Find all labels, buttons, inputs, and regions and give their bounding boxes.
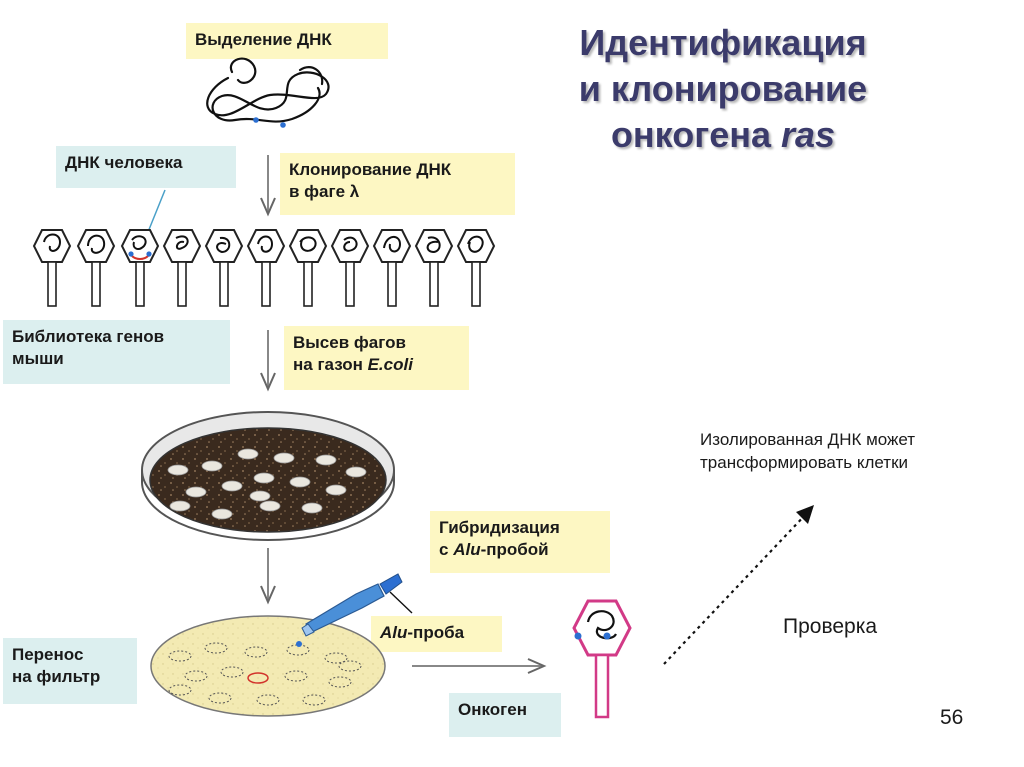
plating-line-2: на газон E.coli [293, 354, 460, 376]
plating-label: Высев фагов на газон E.coli [284, 326, 469, 390]
alu-probe-label: Alu-проба [371, 616, 502, 652]
phage-plaque [325, 484, 347, 496]
title-line-3: онкогена ras [548, 112, 898, 158]
phage-plaque [253, 472, 275, 484]
down-arrow-1 [260, 155, 276, 217]
filter-spot [208, 692, 232, 704]
filter-spot [256, 694, 280, 706]
petri-dish-icon [141, 411, 395, 541]
phage-plaque [169, 500, 191, 512]
isolated-line-2: трансформировать клетки [700, 453, 909, 472]
phage-icon [246, 229, 286, 307]
filter-spot [286, 644, 310, 656]
cloning-label: Клонирование ДНК в фаге λ [280, 153, 515, 215]
probe-suffix: -проба [407, 623, 465, 642]
slide-title: Идентификация и клонирование онкогена ra… [548, 20, 898, 158]
transfer-line-1: Перенос [12, 645, 84, 664]
title-ras-gene: ras [781, 114, 836, 155]
hybrid-suffix: -пробой [480, 540, 549, 559]
phage-plaque [211, 508, 233, 520]
phage-icon [414, 229, 454, 307]
dna-isolation-label: Выделение ДНК [186, 23, 388, 59]
filter-transfer-label: Перенос на фильтр [3, 638, 137, 704]
down-arrow-2 [260, 330, 276, 392]
filter-spot [184, 670, 208, 682]
probe-pipette-icon [296, 573, 403, 647]
phage-plaque [167, 464, 189, 476]
title-line-3-text: онкогена [610, 114, 781, 155]
phage-plaque [315, 454, 337, 466]
check-dotted-arrow [663, 505, 814, 665]
cloning-line-1: Клонирование ДНК [289, 160, 452, 179]
phage-plaque [249, 490, 271, 502]
phage-plaque [301, 502, 323, 514]
hybrid-line-2: с Alu-пробой [439, 539, 601, 561]
phage-plaque [237, 448, 259, 460]
right-arrow [412, 658, 547, 674]
phage-plaque [289, 476, 311, 488]
filter-spot [204, 642, 228, 654]
page-number: 56 [940, 706, 964, 729]
hybrid-prefix: с [439, 540, 454, 559]
phage-icon [288, 229, 328, 307]
filter-spot [168, 684, 192, 696]
phage-plaque [273, 452, 295, 464]
library-line-1: Библиотека генов [12, 327, 165, 346]
phage-icon [32, 229, 72, 307]
hybridization-label: Гибридизация с Alu-пробой [430, 511, 610, 573]
phage-icon [204, 229, 244, 307]
phage-icon [456, 229, 496, 307]
positive-clone-mark [247, 672, 269, 684]
gene-library-label: Библиотека генов мыши [3, 320, 230, 384]
filter-spot [284, 670, 308, 682]
phage-plaque [221, 480, 243, 492]
filter-spot [324, 652, 348, 664]
isolated-line-1: Изолированная ДНК может [700, 430, 916, 449]
plating-line-1: Высев фагов [293, 333, 406, 352]
phage-library-row [32, 229, 496, 307]
phage-icon [372, 229, 412, 307]
title-line-2: и клонирование [578, 68, 868, 109]
human-dna-pointer [147, 189, 166, 233]
oncogene-phage-icon [572, 599, 632, 719]
phage-icon [120, 229, 160, 307]
oncogene-label: Онкоген [449, 693, 561, 737]
library-line-2: мыши [12, 349, 64, 368]
cloning-line-2: в фаге λ [289, 182, 360, 201]
filter-spot [338, 660, 362, 672]
filter-spot [168, 650, 192, 662]
down-arrow-3 [260, 548, 276, 605]
phage-icon [76, 229, 116, 307]
human-dna-text: ДНК человека [65, 153, 183, 172]
hybrid-alu: Alu [453, 540, 481, 559]
human-dna-label: ДНК человека [56, 146, 236, 188]
plating-line-2-text: на газон [293, 355, 368, 374]
filter-spot [244, 646, 268, 658]
phage-plaque [345, 466, 367, 478]
filter-spot [328, 676, 352, 688]
phage-plaque [185, 486, 207, 498]
filter-spot [220, 666, 244, 678]
probe-alu: Alu [380, 623, 408, 642]
filter-spot [302, 694, 326, 706]
tangled-dna-icon [206, 57, 330, 128]
filter-membrane [150, 615, 386, 717]
check-label: Проверка [783, 615, 878, 638]
ecoli-name: E.coli [367, 355, 413, 374]
dna-isolation-text: Выделение ДНК [195, 30, 332, 49]
isolated-dna-note: Изолированная ДНК может трансформировать… [700, 428, 1020, 474]
oncogene-text: Онкоген [458, 700, 527, 719]
phage-icon [162, 229, 202, 307]
transfer-line-2: на фильтр [12, 667, 101, 686]
phage-plaque [259, 500, 281, 512]
probe-pointer [389, 591, 413, 614]
hybrid-line-1: Гибридизация [439, 518, 560, 537]
phage-plaque [201, 460, 223, 472]
phage-icon [330, 229, 370, 307]
title-line-1: Идентификация [579, 22, 867, 63]
